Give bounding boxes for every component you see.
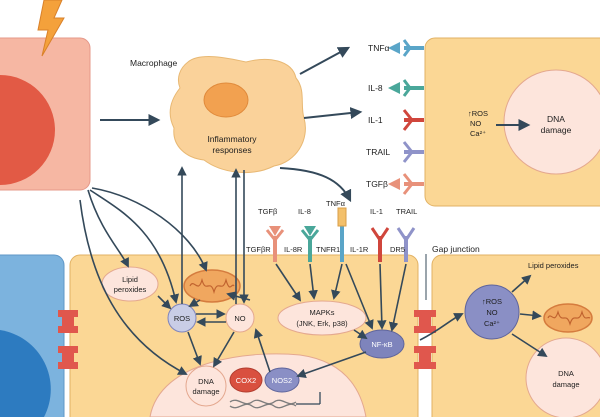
arrow-macrophage-top: [299, 46, 351, 75]
target-ca: Ca²⁺: [470, 129, 486, 138]
receptor-tgfb-icon: [388, 173, 424, 195]
target-no: NO: [470, 119, 481, 128]
gap-junction-left: [58, 310, 78, 369]
cytokine-tgfb: TGFβ: [366, 179, 388, 189]
neighbor-lipid-peroxides: Lipid peroxides: [528, 261, 579, 270]
dna-damage-label-2: damage: [192, 387, 219, 396]
cytokine-tnfa: TNFα: [368, 43, 390, 53]
arrow-macrophage-mid: [303, 107, 363, 119]
macrophage-label: Macrophage: [130, 58, 178, 68]
signaling-arrows: [79, 166, 548, 378]
tgfbr-icon: [265, 226, 285, 262]
bystander-receptors: [265, 207, 416, 262]
target-damage: damage: [541, 125, 572, 135]
lightning-icon: [37, 0, 65, 57]
gap-junction-right: [414, 310, 436, 369]
receptor-il1-icon: [402, 109, 424, 131]
ligand-il1: IL-1: [370, 207, 383, 216]
target-ros: ↑ROS: [468, 109, 488, 118]
receptor-tgfbr: TGFβR: [246, 245, 271, 254]
irradiated-cell: [0, 37, 91, 191]
neighbor-ca: Ca²⁺: [484, 319, 500, 328]
nos2-label: NOS2: [272, 376, 292, 385]
neighbor-ros: ↑ROS: [482, 297, 502, 306]
dna-damage-label-1: DNA: [198, 377, 214, 386]
nos2-node: [264, 367, 300, 393]
tnfr1-icon: [337, 207, 347, 262]
cytokine-il1: IL-1: [368, 115, 383, 125]
ligand-tnfa: TNFα: [326, 199, 346, 208]
target-dna: DNA: [547, 114, 565, 124]
cytokine-il8: IL-8: [368, 83, 383, 93]
cox2-node: [229, 367, 263, 393]
target-cell: [424, 37, 600, 207]
cox2-label: COX2: [236, 376, 256, 385]
mitochondrion-icon: [183, 269, 241, 303]
neighbor-no: NO: [486, 308, 497, 317]
receptor-il8r: IL-8R: [284, 245, 303, 254]
ligand-trail: TRAIL: [396, 207, 417, 216]
arrow-macrophage-down: [279, 167, 352, 203]
blue-cell: [0, 254, 65, 417]
receptor-il1r: IL-1R: [350, 245, 369, 254]
receptor-tnfa-icon: [388, 39, 424, 57]
mapks-sub-label: (JNK, Erk, p38): [296, 319, 348, 328]
neighbor-ros-node: [464, 284, 520, 340]
no-node: [225, 303, 255, 333]
inflammatory-label-1: Inflammatory: [207, 134, 257, 144]
dna-damage-node: [185, 365, 227, 407]
neighbor-dna-label-1: DNA: [558, 369, 574, 378]
lipid-peroxides-label-1: Lipid: [122, 275, 138, 284]
receptor-dr5: DR5: [390, 245, 405, 254]
receptor-il8-icon: [388, 79, 424, 97]
no-label: NO: [234, 314, 245, 323]
mapks-label: MAPKs: [309, 308, 334, 317]
dna-strand-icon: [229, 392, 321, 409]
nfkb-label: NF-κB: [371, 340, 392, 349]
macrophage-cell: [169, 56, 306, 173]
gap-junction-label: Gap junction: [432, 244, 480, 254]
ligand-il8: IL-8: [298, 207, 311, 216]
neighbor-dna-label-2: damage: [552, 380, 579, 389]
target-receptors: [388, 39, 424, 195]
neighbor-mitochondrion-icon: [543, 303, 593, 333]
ros-label: ROS: [174, 314, 190, 323]
il8r-icon: [300, 226, 320, 262]
ligand-tgfb: TGFβ: [258, 207, 278, 216]
il1r-icon: [370, 227, 390, 262]
cytokine-trail: TRAIL: [366, 147, 390, 157]
lipid-peroxides-label-2: peroxides: [114, 285, 147, 294]
nfkb-node: [359, 329, 405, 359]
inflammatory-label-2: responses: [212, 145, 251, 155]
dr5-icon: [396, 227, 416, 262]
receptor-trail-icon: [402, 141, 424, 163]
mapks-node: [277, 300, 367, 336]
lipid-peroxides-node: [101, 266, 159, 302]
receptor-tnfr1: TNFR1: [316, 245, 340, 254]
